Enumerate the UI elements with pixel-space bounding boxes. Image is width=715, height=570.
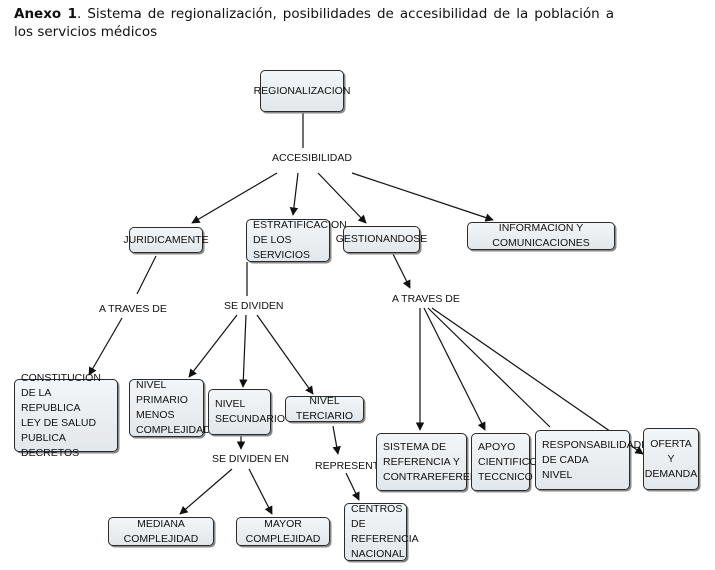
edge-gestionandose-atraves	[392, 253, 411, 289]
edge-juridicamente-atraves	[136, 255, 157, 295]
edge-atraves-apoyo	[423, 307, 486, 431]
node-centros-referencia: CENTROS DE REFERENCIA NACIONAL	[344, 503, 419, 561]
phrase-representan: REPRESENTAN	[315, 460, 393, 472]
node-oferta-demanda: OFERTA Y DEMANDA	[643, 428, 699, 490]
node-nivel-terciario: NIVEL TERCIARIO	[285, 395, 364, 422]
node-mediana-complejidad: MEDIANA COMPLEJIDAD	[108, 517, 214, 546]
edge-accesibilidad-informacion	[351, 172, 494, 222]
edge-sedividen-secundario	[239, 314, 248, 388]
edge-atraves-responsabilidades	[427, 307, 551, 428]
edge-sedividen-primario	[188, 314, 238, 378]
node-juridicamente: JURIDICAMENTE	[123, 227, 209, 253]
edge-accesibilidad-gestionandose	[317, 172, 367, 224]
edge-accesibilidad-juridicamente	[191, 172, 278, 224]
node-mayor-complejidad: MAYOR COMPLEJIDAD	[236, 517, 330, 546]
caption-label: Anexo 1	[14, 6, 78, 22]
node-responsabilidades: RESPONSABILIDADES DE CADA NIVEL	[535, 430, 655, 490]
edge-sedividen-terciario	[256, 314, 314, 395]
node-apoyo-cientifico: APOYO CIENTIFICO TECCNICO	[471, 433, 538, 491]
edge-accesibilidad-estratificacion	[289, 172, 299, 216]
edge-atraves-oferta	[431, 307, 644, 455]
edge-sedividenen-mayor	[248, 468, 273, 515]
edge-representan-centros	[345, 472, 360, 501]
phrase-se-dividen-en: SE DIVIDEN EN	[212, 453, 290, 465]
edge-sedividenen-mediana	[179, 468, 233, 515]
figure-caption: Anexo 1. Sistema de regionalización, pos…	[14, 5, 614, 41]
phrase-a-traves-de-juridico: A TRAVES DE	[99, 303, 167, 315]
node-regionalizacion: REGIONALIZACION	[254, 70, 350, 112]
node-constitucion: CONSTITUCION DE LA REPUBLICA LEY DE SALU…	[14, 372, 118, 459]
phrase-se-dividen: SE DIVIDEN	[224, 300, 284, 312]
node-nivel-primario: NIVEL PRIMARIO MENOS COMPLEJIDAD	[129, 379, 211, 437]
node-estratificacion: ESTRATIFICACION DE LOS SERVICIOS	[246, 219, 347, 262]
node-gestionandose: GESTIONANDOSE	[336, 226, 427, 253]
phrase-a-traves-de-gestion: A TRAVES DE	[392, 293, 460, 305]
edge-terciario-representan	[332, 425, 341, 455]
node-sistema-referencia: SISTEMA DE REFERENCIA Y CONTRAREFERENCIA	[376, 433, 495, 491]
edge-atraves-constitucion	[88, 317, 123, 376]
node-informacion-comunicaciones: INFORMACION Y COMUNICACIONES	[467, 222, 615, 250]
phrase-accesibilidad: ACCESIBILIDAD	[272, 152, 352, 164]
caption-text: . Sistema de regionalización, posibilida…	[14, 6, 614, 40]
node-nivel-secundario: NIVEL SECUNDARIO	[208, 389, 285, 435]
